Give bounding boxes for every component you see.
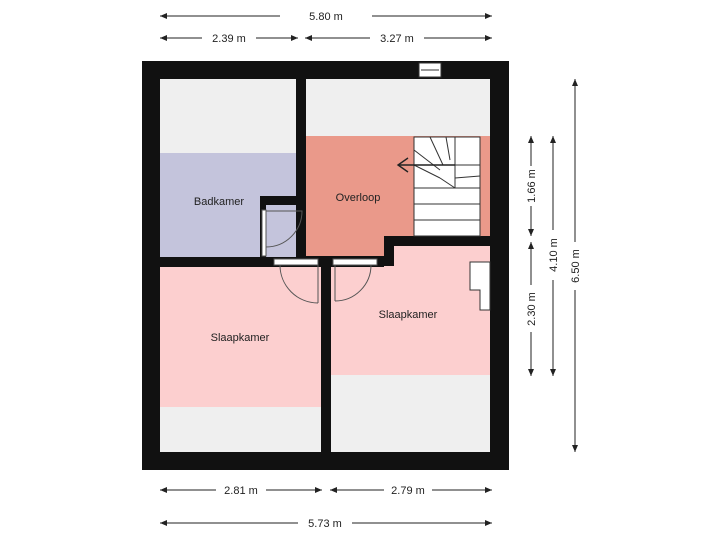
door-swing-icon <box>332 258 378 302</box>
bedroom-left-lower-floor <box>160 407 321 452</box>
stair-wall-corner <box>384 236 394 266</box>
room-label-landing: Overloop <box>336 192 381 204</box>
stair-treads <box>413 136 481 237</box>
window <box>418 62 442 78</box>
bedroom-divider-wall <box>321 257 331 452</box>
horizontal-wall <box>160 257 384 267</box>
bedroom-right-lower-floor <box>331 375 490 452</box>
dimension-bottom-left: 2.81 m <box>224 485 258 497</box>
door-swing-icon <box>261 209 303 257</box>
room-label-bedroom-left: Slaapkamer <box>211 332 270 344</box>
bedroom-left-floor <box>160 267 321 407</box>
dimension-top-total: 5.80 m <box>309 11 343 23</box>
staircase <box>414 137 480 236</box>
dimension-top-right: 3.27 m <box>380 33 414 45</box>
stair-wall <box>384 236 490 246</box>
dimension-right-lower: 2.30 m <box>526 292 538 326</box>
bathroom-east-wall <box>296 79 306 196</box>
dimension-right-mid: 4.10 m <box>548 238 560 272</box>
arrow-left-icon <box>396 157 455 173</box>
landing-jog-wall <box>260 196 306 205</box>
chimney-niche <box>469 261 491 311</box>
dimension-top-left: 2.39 m <box>212 33 246 45</box>
landing-upper-floor <box>306 79 490 136</box>
room-label-bedroom-right: Slaapkamer <box>379 309 438 321</box>
dimension-right-upper: 1.66 m <box>526 169 538 203</box>
bedroom-right-floor <box>331 246 490 375</box>
dimension-right-total: 6.50 m <box>570 249 582 283</box>
door-swing-icon <box>273 258 319 304</box>
dimension-bottom-total: 5.73 m <box>308 518 342 530</box>
room-label-bathroom: Badkamer <box>194 196 244 208</box>
dimension-bottom-right: 2.79 m <box>391 485 425 497</box>
bathroom-upper-floor <box>160 79 296 153</box>
